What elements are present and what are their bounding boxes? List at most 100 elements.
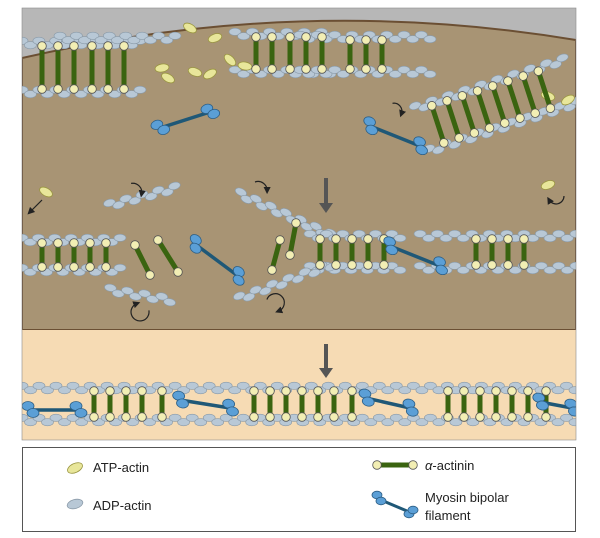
alpha-actinin — [37, 238, 47, 272]
adp-actin-icon — [66, 498, 84, 510]
adp-actin-subunit — [543, 266, 557, 275]
adp-actin-subunit — [560, 234, 574, 243]
adp-actin-subunit — [168, 413, 182, 422]
adp-actin-subunit — [121, 286, 134, 295]
adp-actin-subunit — [255, 201, 268, 211]
myosin-bipolar-filament — [150, 103, 221, 136]
adp-actin-subunit — [160, 36, 174, 45]
rotation-arrow-icon — [130, 182, 146, 198]
adp-actin-subunit — [424, 381, 437, 390]
rotation-arrow-icon — [392, 102, 407, 118]
alpha-actinin — [471, 234, 481, 270]
adp-actin-subunit — [66, 381, 80, 390]
adp-actin-subunit — [168, 31, 182, 40]
myosin-head-pair — [200, 103, 221, 120]
adp-actin-subunit — [393, 266, 407, 275]
adp-actin-subunit — [300, 222, 313, 232]
myosin-head-pair — [172, 390, 189, 409]
alpha-actinin — [523, 386, 533, 422]
adp-actin-subunit — [456, 266, 470, 275]
adp-actin-subunit — [126, 418, 139, 427]
adp-actin-subunit — [24, 418, 37, 427]
alpha-actinin-icon — [372, 460, 418, 470]
adp-actin-subunit — [552, 261, 566, 270]
adp-actin-subunit — [397, 65, 411, 74]
adp-actin-subunit — [61, 36, 75, 45]
adp-actin-subunit — [41, 386, 54, 395]
adp-actin-subunit — [163, 298, 176, 307]
actin-filament — [413, 229, 576, 243]
alpha-actinin — [488, 81, 510, 128]
atp-actin-monomer — [540, 180, 556, 190]
alpha-actinin — [103, 41, 113, 94]
myosin-bipolar-filament — [189, 234, 245, 286]
adp-actin-subunit — [185, 381, 199, 390]
myosin-bipolar-filament — [22, 401, 88, 418]
adp-actin-subunit — [270, 381, 284, 390]
adp-actin-subunit — [432, 418, 446, 427]
adp-actin-subunit — [320, 229, 333, 238]
atp-actin-monomer — [203, 68, 217, 80]
actin-filament — [22, 263, 127, 277]
adp-actin-subunit — [194, 418, 207, 427]
adp-actin-subunit — [423, 35, 437, 44]
adp-actin-subunit — [372, 381, 386, 390]
alpha-actinin — [313, 386, 323, 422]
actin-filament — [103, 181, 181, 210]
adp-actin-subunit — [144, 36, 157, 45]
alpha-actinin — [329, 386, 339, 422]
adp-actin-subunit — [543, 234, 557, 243]
adp-actin-subunit — [70, 31, 83, 40]
adp-actin-subunit — [202, 413, 216, 422]
adp-actin-subunit — [407, 381, 420, 390]
adp-actin-subunit — [119, 31, 132, 40]
adp-actin-subunit — [168, 381, 182, 390]
adp-actin-subunit — [490, 74, 504, 84]
adp-actin-subunit — [422, 266, 436, 275]
adp-actin-subunit — [228, 65, 242, 74]
alpha-actinin — [507, 386, 517, 422]
adp-actin-subunit — [112, 200, 125, 210]
adp-actin-subunit — [94, 36, 108, 45]
adp-actin-subunit — [389, 413, 403, 422]
adp-actin-subunit — [237, 32, 250, 41]
adp-actin-subunit — [237, 70, 250, 79]
legend-actinin-symbol: α — [425, 458, 433, 473]
atp-actin-monomer — [187, 67, 203, 77]
atp-actin-monomer — [39, 186, 53, 198]
alpha-actinin — [37, 41, 47, 94]
legend: ATP-actin ADP-actin α-actinin Myosin bip… — [22, 447, 576, 532]
adp-actin-subunit — [161, 188, 174, 197]
adp-actin-subunit — [430, 229, 444, 238]
adp-actin-subunit — [336, 229, 350, 238]
adp-actin-subunit — [432, 145, 445, 155]
alpha-actinin — [487, 234, 497, 270]
adp-actin-subunit — [240, 194, 253, 204]
adp-actin-subunit — [526, 266, 540, 275]
alpha-actinin — [472, 86, 495, 133]
myosin-head-pair — [232, 266, 245, 286]
adp-actin-subunit — [194, 386, 207, 395]
adp-actin-subunit — [406, 35, 420, 44]
adp-actin-subunit — [108, 90, 121, 99]
adp-actin-subunit — [388, 35, 402, 44]
myosin-head-pair — [150, 119, 171, 136]
adp-actin-subunit — [152, 31, 165, 40]
adp-actin-subunit — [129, 292, 142, 301]
adp-actin-subunit — [249, 285, 262, 295]
alpha-actinin — [153, 235, 183, 277]
adp-actin-subunit — [104, 283, 117, 292]
adp-actin-subunit — [556, 53, 569, 63]
atp-actin-monomer — [183, 22, 197, 34]
actinin-crosslinks — [37, 32, 556, 422]
adp-actin-subunit — [228, 386, 241, 395]
adp-actin-subunit — [111, 289, 125, 298]
adp-actin-subunit — [259, 286, 272, 296]
adp-actin-subunit — [569, 261, 576, 270]
adp-actin-subunit — [228, 27, 242, 36]
alpha-actinin — [285, 218, 301, 260]
alpha-actinin — [361, 35, 371, 74]
alpha-actinin — [503, 76, 525, 123]
alpha-actinin — [69, 238, 79, 272]
adp-actin-subunit — [560, 413, 573, 422]
